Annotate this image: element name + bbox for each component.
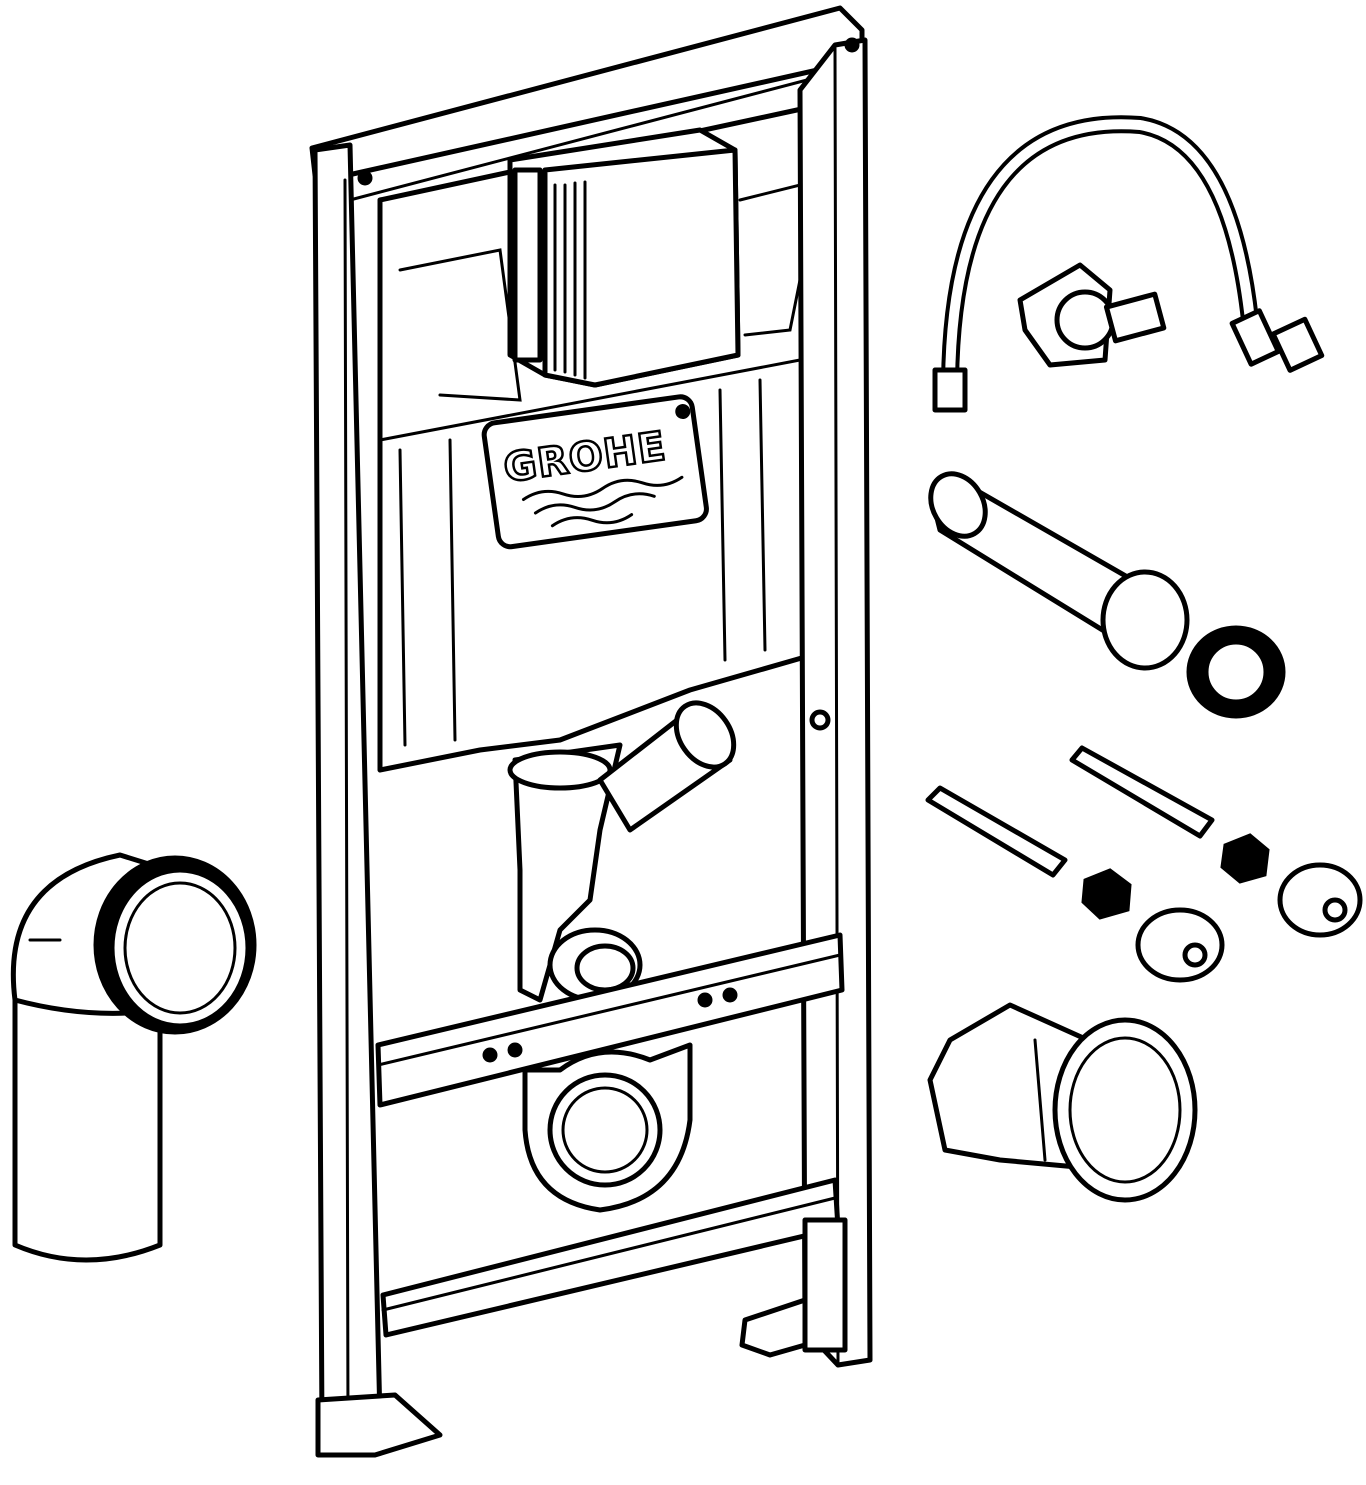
grohe-logo-plate: GROHE: [481, 394, 709, 550]
flush-pipe: [928, 471, 1286, 719]
pan-elbow-pipe: [10, 852, 257, 1263]
supply-hose-and-valve: [932, 115, 1325, 413]
frame: [309, 5, 873, 1433]
flush-valve-box: [507, 127, 741, 388]
pan-connector-bracket: [522, 1042, 693, 1213]
drain-pipe: [507, 700, 737, 1003]
fixing-rods-set: [925, 745, 1363, 983]
frame-feet: [315, 1217, 848, 1458]
frame-cross-bar-upper: [375, 932, 845, 1108]
pan-connector-sleeve: [927, 1002, 1198, 1203]
